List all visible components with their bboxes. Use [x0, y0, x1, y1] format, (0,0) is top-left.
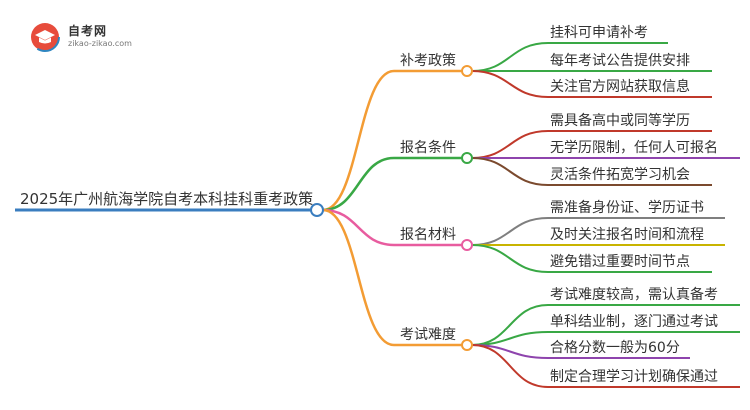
branch-connector: [322, 208, 395, 247]
branch-node[interactable]: [461, 65, 473, 77]
branch-connector: [322, 208, 395, 347]
leaf-topic: 每年考试公告提供安排: [550, 53, 690, 69]
branch-node[interactable]: [461, 239, 473, 251]
leaf-topic: 制定合理学习计划确保通过: [550, 369, 718, 385]
logo-url: zikao-zikao.com: [68, 39, 132, 48]
leaf-connector: [471, 244, 549, 273]
branch-topic: 考试难度: [400, 327, 456, 343]
branch-node[interactable]: [461, 339, 473, 351]
leaf-topic: 及时关注报名时间和流程: [550, 227, 704, 243]
leaf-connector: [471, 70, 549, 98]
site-logo[interactable]: 自考网 zikao-zikao.com: [30, 20, 140, 56]
leaf-topic: 灵活条件拓宽学习机会: [550, 166, 690, 183]
leaf-connector: [471, 217, 549, 246]
logo-name: 自考网: [68, 24, 108, 38]
leaf-topic: 避免错过重要时间节点: [550, 254, 690, 270]
graduation-cap-icon: [30, 22, 60, 52]
leaf-topic: 合格分数一般为60分: [550, 340, 680, 356]
leaf-connector: [471, 130, 549, 159]
leaf-topic: 无学历限制，任何人可报名: [550, 140, 718, 156]
branch-node[interactable]: [461, 152, 473, 164]
root-node[interactable]: [310, 203, 324, 217]
leaf-topic: 关注官方网站获取信息: [550, 78, 690, 95]
branch-connector: [322, 156, 395, 212]
leaf-topic: 需准备身份证、学历证书: [550, 199, 704, 216]
branch-topic: 补考政策: [400, 52, 456, 69]
leaf-connector: [471, 344, 549, 388]
leaf-topic: 单科结业制，逐门通过考试: [550, 314, 718, 330]
branch-connector: [322, 69, 395, 212]
leaf-connector: [471, 157, 549, 186]
leaf-topic: 需具备高中或同等学历: [550, 112, 690, 129]
root-topic: 2025年广州航海学院自考本科挂科重考政策: [20, 190, 313, 208]
branch-topic: 报名材料: [400, 227, 456, 243]
leaf-topic: 考试难度较高，需认真备考: [550, 286, 718, 303]
leaf-topic: 挂科可申请补考: [550, 25, 648, 41]
leaf-connector: [471, 42, 549, 72]
branch-topic: 报名条件: [400, 139, 456, 156]
